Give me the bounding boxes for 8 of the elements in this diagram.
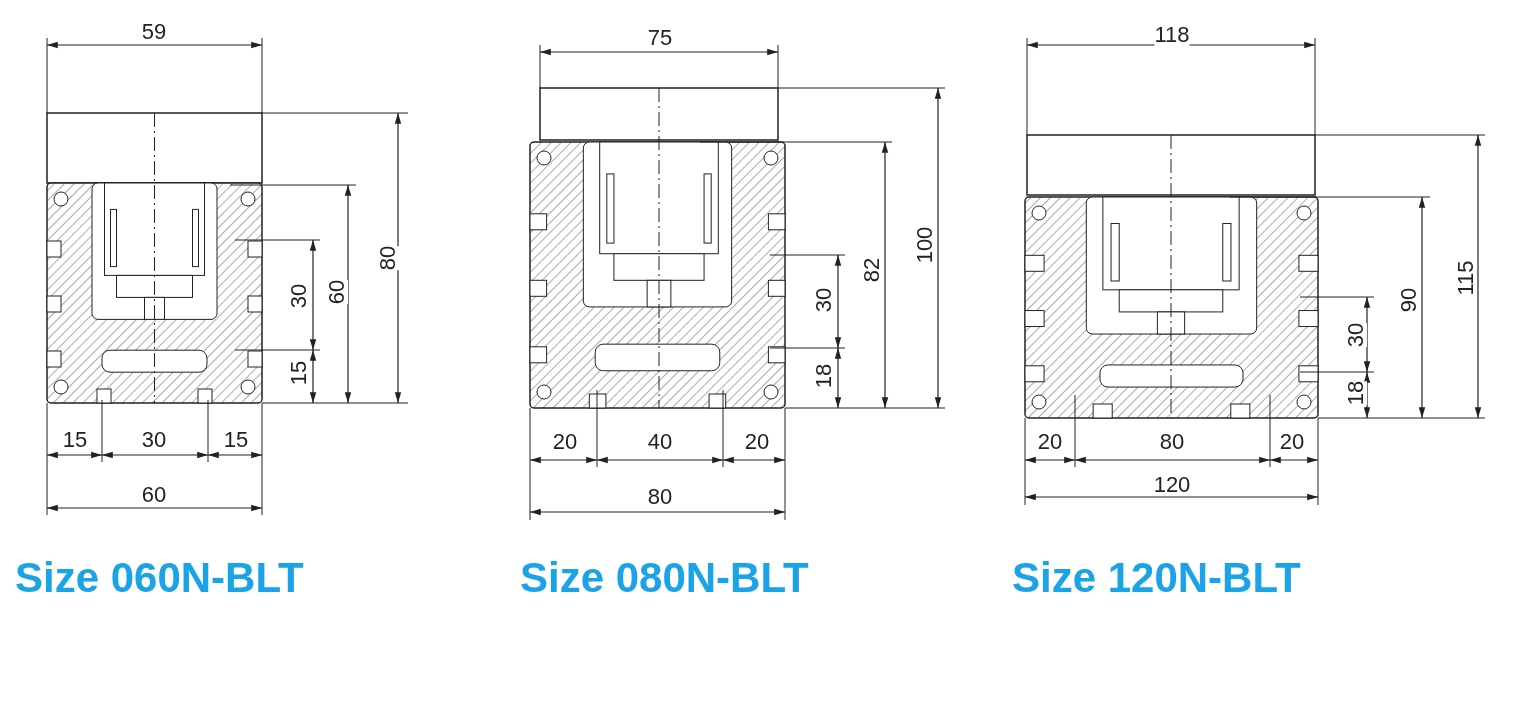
dimension-value: 60: [326, 279, 348, 305]
model-size-title: Size 060N-BLT: [15, 557, 304, 599]
dimension-value: 30: [1345, 322, 1367, 348]
model-size-title: Size 080N-BLT: [520, 557, 809, 599]
model-size-title: Size 120N-BLT: [1012, 557, 1301, 599]
dimension-value: 118: [1154, 24, 1190, 46]
dimension-value: 18: [1345, 380, 1367, 406]
dimension-value: 80: [377, 245, 399, 271]
